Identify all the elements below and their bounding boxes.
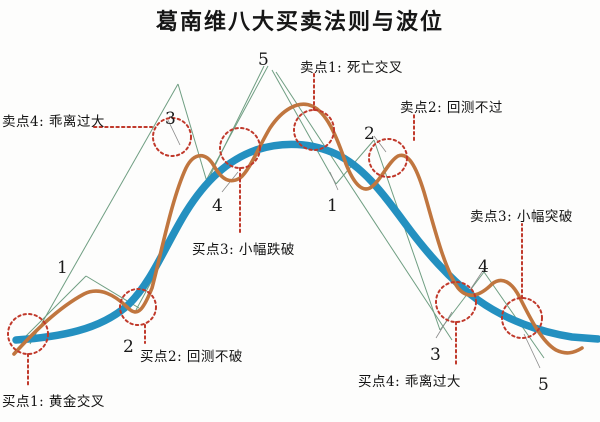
annotation-buy-3: 买点3: 小幅跌破 [192,242,295,258]
annotation-sell-2: 卖点2: 回测不过 [400,100,503,116]
wave-leader-e [435,311,453,339]
wave-leader-g [523,333,541,369]
wave-line-left-4 [177,83,208,183]
wave-line-right-5 [483,271,545,359]
wave-label-right-2: 2 [364,124,375,144]
wave-label-right-1: 1 [327,196,338,216]
annotation-buy-2: 买点2: 回测不破 [140,349,243,365]
marker-sell-4-deviation [152,117,192,157]
wave-label-left-1: 1 [57,258,68,278]
marker-sell-2-retest [368,138,408,178]
wave-label-left-3: 3 [165,109,176,129]
wave-label-left-4: 4 [212,196,223,216]
annotation-sell-1: 卖点1: 死亡交叉 [300,60,403,76]
wave-line-right-3 [373,139,441,331]
annotation-sell-4: 卖点4: 乖离过大 [2,114,105,130]
marker-buy-2-retest [119,288,157,326]
marker-sell-3-breakout [501,297,543,339]
annotation-leader-lines [27,73,523,387]
wave-leader-c [329,171,339,191]
marker-death-cross [293,109,335,151]
wave-label-right-4: 4 [478,257,489,277]
wave-label-right-3: 3 [430,345,441,365]
moving-average-line [12,140,600,344]
wave-label-peak-5: 5 [258,50,269,70]
wave-leader-a [167,119,181,146]
wave-leader-f [469,265,487,291]
wave-line-right-6 [275,71,453,341]
wave-label-right-5: 5 [538,375,549,395]
annotation-buy-1: 买点1: 黄金交叉 [2,394,105,410]
annotation-buy-4: 买点4: 乖离过大 [358,374,461,390]
wave-line-left-6 [206,65,265,183]
page-title: 葛南维八大买卖法则与波位 [155,9,444,35]
wave-line-left-1 [25,275,87,337]
wave-leader-d [373,135,387,153]
wave-label-left-2: 2 [123,337,134,357]
wave-line-right-1 [271,69,337,185]
annotation-sell-3: 卖点3: 小幅突破 [470,209,573,225]
wave-line-left-3 [29,83,179,345]
